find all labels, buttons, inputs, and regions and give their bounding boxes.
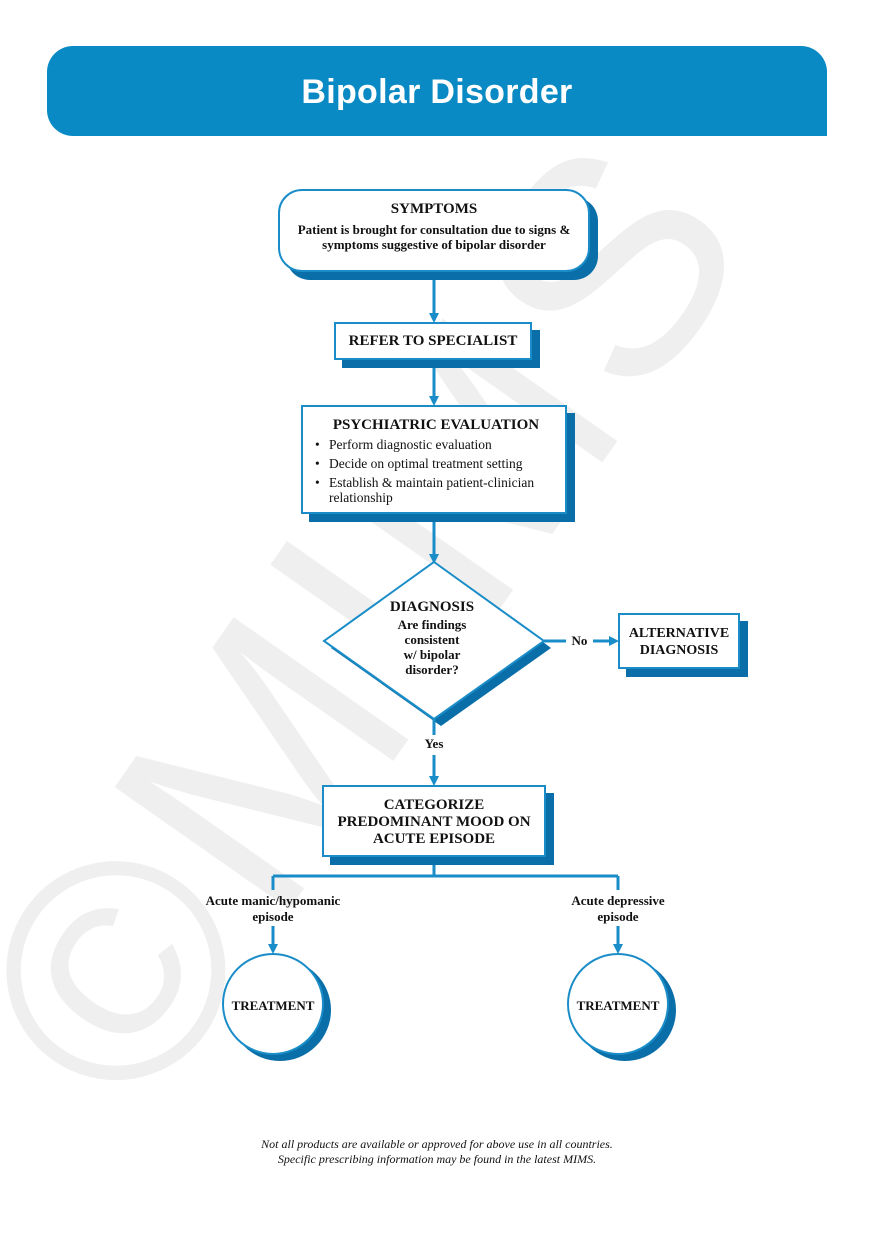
psych-title: PSYCHIATRIC EVALUATION — [332, 417, 540, 433]
branch-label-manic: Acute manic/hypomanic episode — [183, 893, 363, 925]
refer-label: REFER TO SPECIALIST — [348, 333, 518, 349]
refer-box: REFER TO SPECIALIST — [334, 322, 532, 360]
symptoms-body: Patient is brought for consultation due … — [297, 222, 571, 252]
psych-evaluation-box: PSYCHIATRIC EVALUATION Perform diagnosti… — [301, 405, 567, 514]
diagnosis-question-line: consistent — [404, 632, 460, 647]
symptoms-title: SYMPTOMS — [390, 201, 478, 217]
treatment-circle-manic: TREATMENT — [222, 953, 324, 1055]
treatment-label: TREATMENT — [231, 998, 315, 1013]
edge-label-yes: Yes — [424, 736, 444, 751]
edge-label-no: No — [571, 633, 588, 648]
categorize-line: CATEGORIZE — [383, 797, 485, 813]
footer-line: Not all products are available or approv… — [261, 1137, 613, 1151]
diagnosis-text: DIAGNOSIS Are findings consistent w/ bip… — [361, 599, 503, 677]
categorize-line: PREDOMINANT MOOD ON — [337, 814, 531, 830]
alternative-line: DIAGNOSIS — [639, 643, 719, 658]
treatment-label: TREATMENT — [576, 998, 660, 1013]
psych-list: Perform diagnostic evaluation Decide on … — [315, 437, 557, 505]
branch-line: episode — [597, 909, 639, 924]
page-title: Bipolar Disorder — [301, 73, 573, 111]
diagnosis-question-line: w/ bipolar — [403, 647, 461, 662]
treatment-circle-depressive: TREATMENT — [567, 953, 669, 1055]
footer-line: Specific prescribing information may be … — [277, 1152, 597, 1166]
diagnosis-question-line: disorder? — [405, 662, 459, 677]
symptoms-box: SYMPTOMS Patient is brought for consulta… — [278, 189, 590, 272]
alternative-diagnosis-box: ALTERNATIVE DIAGNOSIS — [618, 613, 740, 669]
psych-item: Establish & maintain patient-clinician r… — [315, 475, 557, 505]
branch-line: episode — [252, 909, 294, 924]
categorize-line: ACUTE EPISODE — [372, 831, 496, 847]
diagnosis-title: DIAGNOSIS — [389, 599, 475, 615]
branch-line: Acute depressive — [571, 893, 665, 908]
categorize-box: CATEGORIZE PREDOMINANT MOOD ON ACUTE EPI… — [322, 785, 546, 857]
footer-note: Not all products are available or approv… — [0, 1137, 874, 1167]
branch-line: Acute manic/hypomanic — [205, 893, 341, 908]
header-banner: Bipolar Disorder — [47, 46, 827, 136]
psych-item: Perform diagnostic evaluation — [315, 437, 557, 452]
diagnosis-question-line: Are findings — [397, 617, 467, 632]
branch-label-depressive: Acute depressive episode — [538, 893, 698, 925]
alternative-line: ALTERNATIVE — [628, 626, 730, 641]
psych-item: Decide on optimal treatment setting — [315, 456, 557, 471]
